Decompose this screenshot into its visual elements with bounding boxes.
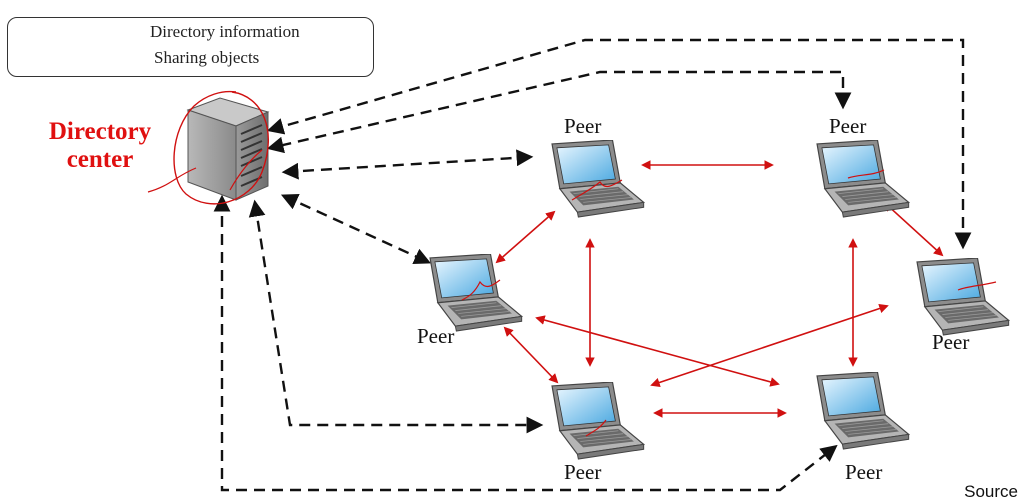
peer-label-1: Peer [564, 114, 602, 138]
peer-label-6: Peer [845, 460, 883, 484]
peer-laptop-icon-2 [816, 140, 910, 218]
peer-laptop-icon-5 [551, 382, 645, 460]
dir-link-peer-top-left [281, 149, 534, 180]
sharing-links [495, 160, 944, 418]
peer-laptop-icon-4 [916, 258, 1010, 336]
dir-link-top-middle-peer [266, 70, 852, 154]
dir-link-peer-bottom-right [213, 194, 838, 492]
legend-directory-label: Directory information [150, 22, 300, 41]
peer-laptop-icon-6 [816, 372, 910, 450]
peer-label-2: Peer [829, 114, 867, 138]
share-link-4 [883, 201, 944, 257]
server-icon [147, 90, 270, 205]
directory-links [213, 38, 972, 492]
peer-laptop-icon-1 [551, 140, 645, 218]
source-credit: Source [964, 482, 1018, 501]
peer-label-4: Peer [932, 330, 970, 354]
peer-label-3: Peer [417, 324, 455, 348]
dir-link-top-right-peer [266, 38, 972, 250]
share-link-2 [495, 210, 556, 264]
peer-laptop-icon-3 [429, 254, 523, 332]
share-link-6 [503, 326, 559, 384]
legend [7, 17, 374, 77]
share-link-8 [650, 303, 889, 388]
dir-link-peer-mid-left [280, 193, 432, 265]
legend-sharing-label: Sharing objects [154, 48, 260, 67]
peer-label-5: Peer [564, 460, 602, 484]
share-link-7 [535, 315, 780, 387]
